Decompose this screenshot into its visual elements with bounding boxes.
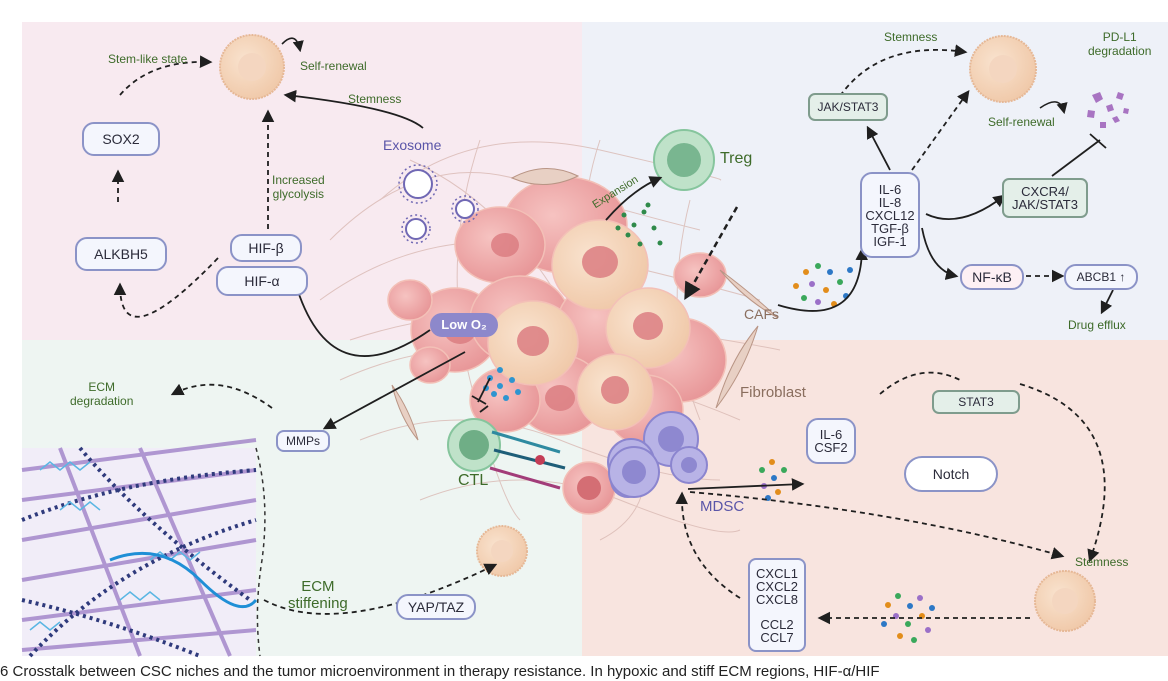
- csc-nuclei: [238, 53, 1078, 614]
- abcb1-box: ABCB1 ↑: [1064, 264, 1138, 290]
- mdsc-label: MDSC: [700, 498, 745, 515]
- jak-stat3-box: JAK/STAT3: [808, 93, 888, 121]
- cytokine-igf1: IGF-1: [873, 233, 907, 249]
- alkbh5-box: ALKBH5: [75, 237, 167, 271]
- increased-text: Increased: [272, 173, 325, 187]
- cxcr4-text: CXCR4/: [1021, 184, 1069, 199]
- particles-mdsc-secretion: [759, 459, 787, 501]
- chemokine-ccl7: CCL7: [760, 629, 794, 645]
- exosome-spikes: [398, 164, 479, 244]
- fibroblast-label: Fibroblast: [740, 384, 806, 401]
- glycolysis-text: glycolysis: [272, 187, 325, 201]
- ecm-stiffening-label: ECM stiffening: [288, 578, 348, 612]
- caf-cells: [391, 167, 779, 441]
- yap-taz-box: YAP/TAZ: [396, 594, 476, 620]
- degradation-text-ecm: degradation: [70, 394, 134, 408]
- ecm-text-stiffening: ECM: [301, 578, 335, 595]
- chemokine-cxcl2: CXCL2: [756, 578, 798, 594]
- self-renewal-loops: [281, 37, 1068, 115]
- particles-chemokines: [881, 593, 935, 643]
- mdsc-nuclei: [622, 426, 697, 484]
- hif-alpha-box: HIF-α: [216, 266, 308, 296]
- sox2-box: SOX2: [82, 122, 160, 156]
- cafs-label: CAFs: [744, 306, 779, 322]
- increased-glycolysis-label: Increased glycolysis: [272, 173, 325, 201]
- csf2-text: CSF2: [814, 440, 848, 455]
- notch-box: Notch: [904, 456, 998, 492]
- immune-synapse: [489, 430, 566, 490]
- cytokine-il6: IL-6: [878, 181, 902, 197]
- drug-efflux-label: Drug efflux: [1068, 318, 1126, 332]
- inhibition-marks: [471, 133, 1107, 405]
- low-o2-badge: Low O₂: [430, 313, 498, 337]
- ecm-text-degradation: ECM: [88, 380, 116, 394]
- cxcr4-jak-stat3-box: CXCR4/ JAK/STAT3: [1002, 178, 1088, 218]
- particles-expansion: [615, 202, 663, 247]
- particles-caf-secretion: [793, 263, 853, 307]
- stemness-label-top-left: Stemness: [348, 92, 402, 106]
- mmps-box: MMPs: [276, 430, 330, 452]
- jak-stat3-text: JAK/STAT3: [1012, 197, 1078, 212]
- il6-csf2-box: IL-6 CSF2: [806, 418, 856, 464]
- pdl1-text: PD-L1: [1102, 30, 1137, 44]
- cytokine-box: IL-6 IL-8 CXCL12 TGF-β IGF-1: [860, 172, 920, 258]
- stemness-label-bottom-right: Stemness: [1075, 555, 1129, 569]
- ecm-zoom-edge: [255, 447, 266, 657]
- self-renewal-label-top-right: Self-renewal: [988, 115, 1055, 129]
- hif-beta-box: HIF-β: [230, 234, 302, 262]
- figure-caption: 6 Crosstalk between CSC niches and the t…: [0, 663, 880, 680]
- cytokine-il8: IL-8: [878, 194, 902, 210]
- exosome-label: Exosome: [383, 137, 442, 153]
- treg-label: Treg: [720, 150, 753, 167]
- treg-cell: [653, 129, 715, 191]
- nfkb-box: NF-κB: [960, 264, 1024, 290]
- ctl-cell: [447, 418, 501, 472]
- stemness-label-top-right: Stemness: [884, 30, 938, 44]
- chemokine-ccl2: CCL2: [760, 616, 794, 632]
- chemokine-cxcl8: CXCL8: [756, 591, 798, 607]
- target-tumor-cell: [562, 461, 616, 515]
- exosome-vesicles: [403, 169, 475, 240]
- pdl1-fragments: [1087, 92, 1129, 128]
- ecm-mesh: [21, 438, 258, 658]
- pdl1-degradation-label: PD-L1 degradation: [1088, 30, 1151, 58]
- ecm-degradation-label: ECM degradation: [70, 380, 133, 408]
- cytokine-cxcl12: CXCL12: [865, 207, 915, 223]
- chemokine-cxcl1: CXCL1: [756, 565, 798, 581]
- cytokine-tgfb: TGF-β: [871, 220, 909, 236]
- degradation-text: degradation: [1088, 44, 1152, 58]
- stat3-box: STAT3: [932, 390, 1020, 414]
- ctl-label: CTL: [458, 472, 489, 489]
- self-renewal-label-top-left: Self-renewal: [300, 59, 367, 73]
- tumor-nuclei: [444, 233, 663, 411]
- il6-text: IL-6: [819, 427, 843, 442]
- pathway-arrows: [111, 44, 1114, 625]
- chemokine-box: CXCL1 CXCL2 CXCL8 CCL2 CCL7: [748, 558, 806, 652]
- stiffening-text: stiffening: [288, 595, 348, 612]
- stem-like-state-label: Stem-like state: [108, 52, 188, 66]
